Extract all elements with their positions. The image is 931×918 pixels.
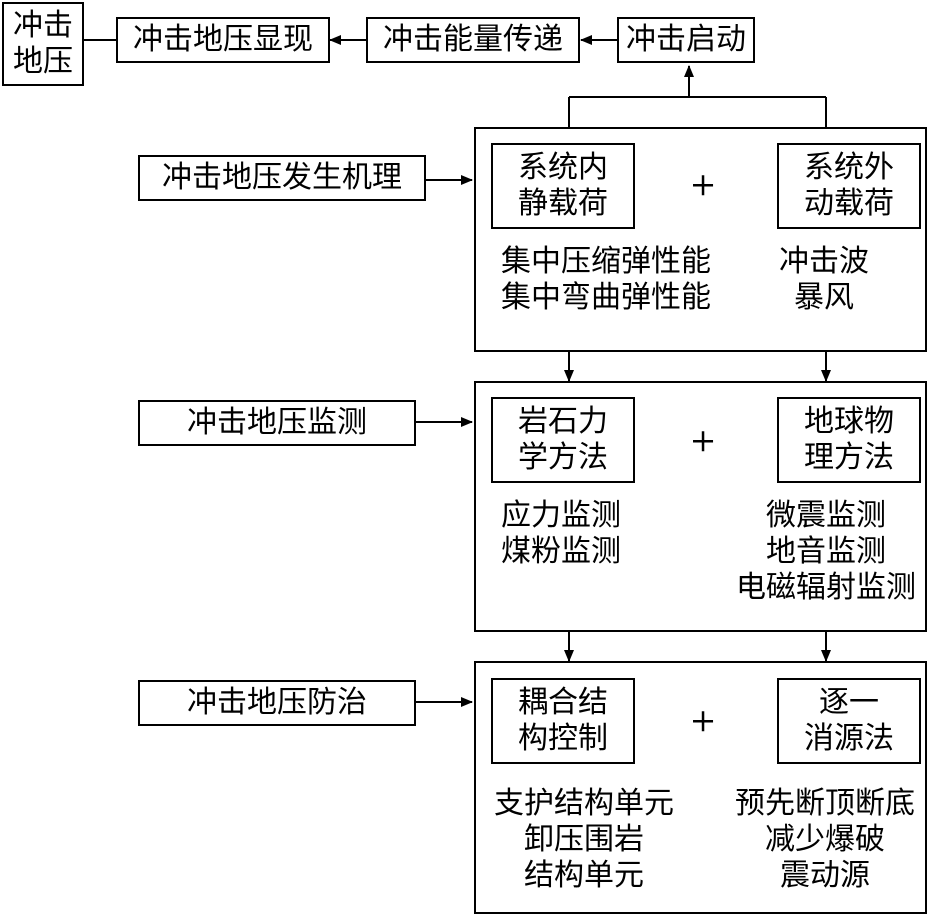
- static-load-box: 系统内 静载荷: [491, 143, 635, 229]
- static-load-details: 集中压缩弹性能 集中弯曲弹性能: [501, 244, 711, 315]
- control-panel: [474, 661, 927, 914]
- dynamic-load-box: 系统外 动载荷: [777, 143, 921, 229]
- plus-sign: +: [689, 701, 717, 739]
- plus-sign: +: [689, 165, 717, 203]
- plus-sign: +: [689, 421, 717, 459]
- coupled-control-details: 支护结构单元 卸压围岩 结构单元: [494, 786, 674, 893]
- rock-mechanics-box: 岩石力 学方法: [491, 397, 635, 483]
- dynamic-load-details: 冲击波 暴风: [779, 244, 869, 315]
- origin-box: 冲击 地压: [2, 2, 84, 86]
- mechanism-label-box: 冲击地压发生机理: [138, 155, 426, 201]
- transfer-box: 冲击能量传递: [366, 17, 580, 63]
- monitoring-panel: [474, 381, 927, 632]
- source-elimination-details: 预先断顶断底 减少爆破 震动源: [735, 786, 915, 893]
- mechanism-panel: [474, 127, 927, 352]
- rock-mechanics-details: 应力监测 煤粉监测: [501, 498, 621, 569]
- manifest-box: 冲击地压显现: [116, 17, 330, 63]
- monitoring-label-box: 冲击地压监测: [138, 400, 416, 446]
- coupled-control-box: 耦合结 构控制: [491, 678, 635, 764]
- control-label-box: 冲击地压防治: [138, 680, 416, 726]
- geophysics-details: 微震监测 地音监测 电磁辐射监测: [736, 498, 916, 605]
- geophysics-box: 地球物 理方法: [777, 397, 921, 483]
- start-box: 冲击启动: [617, 17, 755, 63]
- source-elimination-box: 逐一 消源法: [777, 678, 921, 764]
